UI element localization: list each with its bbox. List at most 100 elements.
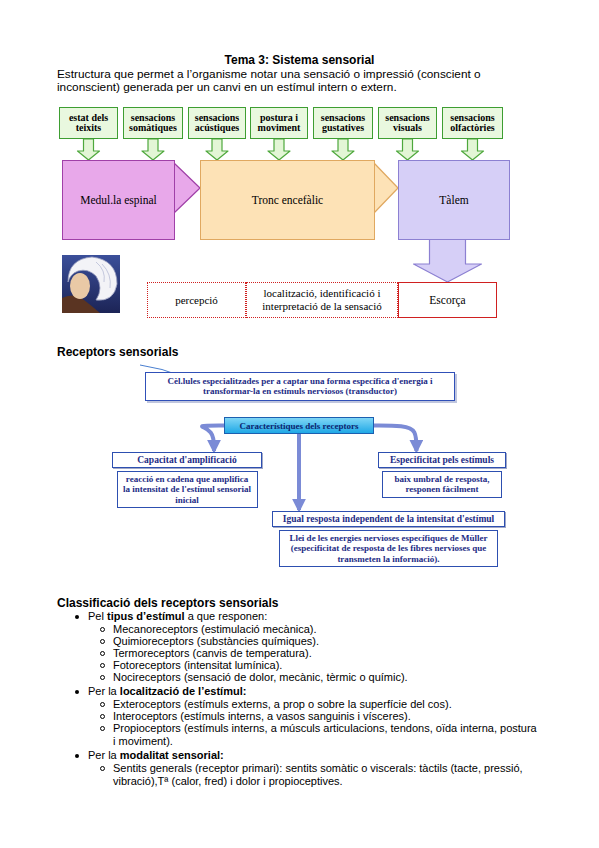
list-text: Pel: [88, 610, 104, 622]
list-text: Termoreceptors (canvis de temperatura).: [113, 647, 312, 659]
bullet: [100, 627, 105, 632]
function-box: percepció: [147, 282, 246, 318]
bullet: [100, 726, 105, 731]
head-illustration: [62, 255, 120, 313]
block-arrow: [78, 139, 100, 160]
structure-box: Tronc encefàlic: [200, 160, 375, 240]
emphasis-text: tipus d’estímul: [107, 610, 185, 622]
emphasis-text: localització de l’estímul:: [120, 685, 247, 697]
bullet: [100, 714, 105, 719]
illustration-background: [62, 255, 120, 313]
illustration-hair-wave: [96, 262, 110, 288]
input-box: estat dels teixits: [59, 107, 118, 139]
list-item: Per lalocalització de l’estímul:: [88, 685, 542, 698]
bullet: [100, 651, 105, 656]
input-box: sensacions visuals: [378, 107, 437, 139]
node-text: sensacions gustatives: [314, 113, 372, 134]
node-text: sensacions olfactòries: [443, 113, 502, 134]
cortex-box: Escorça: [398, 282, 497, 318]
characteristic-box: Especificitat pels estímuls baix umbral d…: [378, 452, 506, 498]
list-item: Mecanoreceptors (estimulació mecànica).: [113, 623, 542, 636]
block-arrow: [374, 163, 398, 213]
node-text: Tàlem: [439, 194, 468, 206]
function-box: localització, identificació i interpreta…: [246, 282, 398, 318]
node-text: postura i moviment: [251, 113, 307, 134]
structure-box: Medul.la espinal: [62, 160, 175, 240]
list-item: Sentits generals (receptor primari): sen…: [113, 762, 542, 787]
illustration-hair: [68, 257, 117, 300]
node-text: Especificitat pels estímuls: [378, 452, 506, 468]
list-text: Sentits generals (receptor primari): sen…: [113, 762, 523, 787]
list-item: Peltipus d’estímula que responen:: [88, 610, 542, 623]
block-arrow: [142, 139, 164, 160]
list-item: Per lamodalitat sensorial:: [88, 749, 542, 762]
curved-arrow: [374, 426, 416, 452]
block-arrow: [462, 139, 484, 160]
section-heading: Receptors sensorials: [57, 345, 178, 359]
node-text: Escorça: [429, 294, 465, 306]
list-text: Mecanoreceptors (estimulació mecànica).: [113, 623, 317, 635]
block-arrow: [206, 139, 228, 160]
curved-arrow: [297, 434, 301, 510]
node-body-text: baix umbral de resposta, responen fàcilm…: [382, 471, 502, 498]
bullet: [75, 615, 79, 619]
input-box: sensacions gustatives: [313, 107, 373, 139]
node-body-text: Llei de les energies nervioses específiq…: [279, 530, 498, 567]
node-text: percepció: [175, 294, 218, 307]
input-box: sensacions somàtiques: [123, 107, 183, 139]
list-item: Quimioreceptors (substàncies químiques).: [113, 635, 542, 648]
list-text: a que responen:: [188, 610, 268, 622]
intro-paragraph: Estructura que permet a l’organisme nota…: [57, 68, 545, 93]
input-box: postura i moviment: [250, 107, 308, 139]
list-text: Exteroceptors (estímuls externs, a prop …: [113, 698, 452, 710]
block-arrow: [268, 139, 290, 160]
list-item: Fotoreceptors (intensitat lumínica).: [113, 659, 542, 672]
structure-box: Tàlem: [398, 160, 510, 240]
bullet: [100, 766, 105, 771]
list-item: Propioceptors (estímuls interns, a múscu…: [113, 722, 542, 747]
node-text: Capacitat d'amplificació: [112, 452, 262, 468]
bullet: [75, 754, 79, 758]
definition-box: Cèl.lules especialitzades per a captar u…: [145, 372, 455, 401]
node-text: Cèl.lules especialitzades per a captar u…: [152, 376, 448, 397]
node-text: localització, identificació i interpreta…: [247, 287, 397, 312]
block-arrow: [332, 139, 354, 160]
bullet: [75, 690, 79, 694]
list-item: Termoreceptors (canvis de temperatura).: [113, 647, 542, 660]
input-box: sensacions olfactòries: [442, 107, 503, 139]
block-arrow: [414, 239, 482, 282]
node-text: Tronc encefàlic: [252, 194, 323, 206]
node-body-text: reacció en cadena que amplifica la inten…: [117, 471, 258, 508]
list-text: Fotoreceptors (intensitat lumínica).: [113, 659, 282, 671]
curved-arrow: [202, 426, 224, 452]
emphasis-text: modalitat sensorial:: [120, 749, 224, 761]
block-arrow: [397, 139, 419, 160]
list-text: Nocireceptors (sensació de dolor, mecàni…: [113, 671, 408, 683]
heading-box: Característiques dels receptors: [224, 417, 374, 434]
block-arrow: [174, 163, 200, 213]
list-text: Per la: [88, 749, 117, 761]
node-text: Medul.la espinal: [80, 194, 157, 206]
node-text: sensacions acústiques: [189, 113, 245, 134]
list-text: Quimioreceptors (substàncies químiques).: [113, 635, 319, 647]
bullet: [100, 675, 105, 680]
bullet: [100, 663, 105, 668]
list-text: Per la: [88, 685, 117, 697]
characteristic-box: Capacitat d'amplificació reacció en caden…: [112, 452, 262, 508]
node-text: sensacions somàtiques: [124, 113, 182, 134]
bullet: [100, 702, 105, 707]
node-text: Característiques dels receptors: [240, 421, 359, 431]
illustration-face: [70, 273, 90, 299]
list-text: Interoceptors (estímuls interns, a vasos…: [113, 710, 411, 722]
input-box: sensacions acústiques: [188, 107, 246, 139]
node-text: Igual resposta independent de la intensi…: [272, 511, 505, 527]
characteristic-box: Igual resposta independent de la intensi…: [272, 511, 505, 567]
node-text: sensacions visuals: [379, 113, 436, 134]
list-item: Interoceptors (estímuls interns, a vasos…: [113, 710, 542, 723]
list-text: Propioceptors (estímuls interns, a múscu…: [113, 722, 537, 747]
node-text: estat dels teixits: [60, 113, 117, 134]
list-item: Nocireceptors (sensació de dolor, mecàni…: [113, 671, 542, 684]
page-title: Tema 3: Sistema sensorial: [0, 53, 599, 67]
list-item: Exteroceptors (estímuls externs, a prop …: [113, 698, 542, 711]
